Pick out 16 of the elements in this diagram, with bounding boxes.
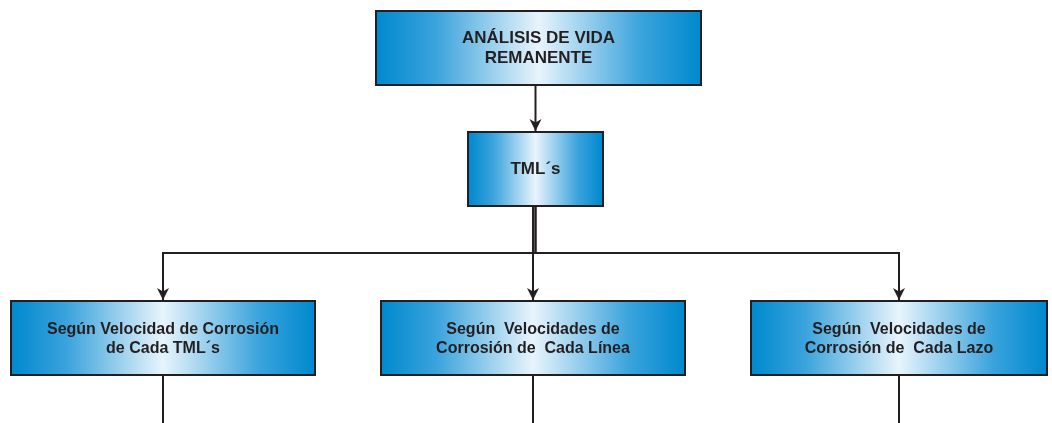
connector-line — [532, 375, 534, 423]
process-box — [467, 131, 604, 207]
process-box — [375, 10, 702, 86]
arrow — [527, 206, 539, 301]
connector-line — [898, 375, 900, 423]
connector-line — [162, 375, 164, 423]
process-box — [10, 300, 316, 376]
process-box — [380, 300, 686, 376]
arrow — [529, 85, 542, 132]
process-box — [750, 300, 1048, 376]
arrow — [534, 206, 905, 301]
box-label: TML´s — [510, 158, 561, 180]
box-label: Según Velocidad de Corrosión de Cada TML´s — [45, 318, 280, 358]
box-label: ANÁLISIS DE VIDA REMANENTE — [461, 27, 616, 69]
box-label: Según Velocidades de Corrosión de Cada Lazo — [803, 318, 995, 358]
box-label: Según Velocidades de Corrosión de Cada Línea — [435, 318, 631, 358]
